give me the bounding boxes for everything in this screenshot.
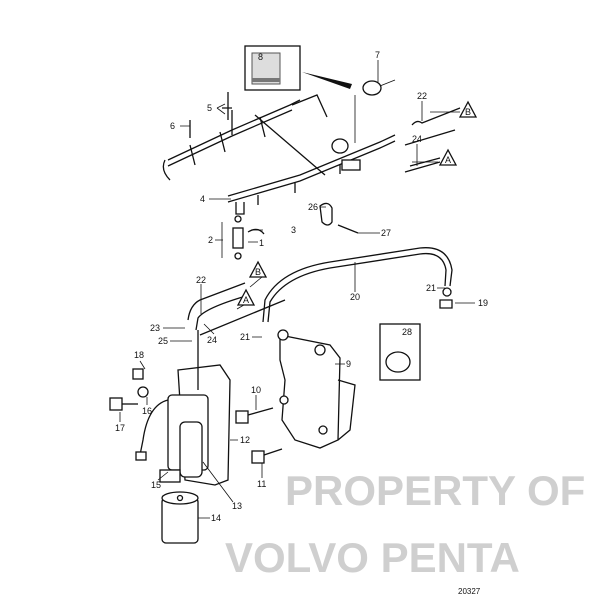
svg-text:A: A bbox=[243, 295, 249, 305]
kit-box bbox=[244, 45, 352, 91]
fuel-rail-upper bbox=[162, 94, 328, 181]
nipple-19 bbox=[439, 299, 453, 309]
callout-13: 13 bbox=[232, 501, 242, 511]
callout-2: 2 bbox=[208, 235, 213, 245]
watermark-line-2: VOLVO PENTA bbox=[225, 534, 520, 581]
clamp-21 bbox=[442, 287, 452, 297]
fuel-rail-lower bbox=[227, 134, 396, 215]
callout-24-mid: 24 bbox=[207, 335, 217, 345]
washer-16 bbox=[137, 386, 149, 398]
callout-22-top: 22 bbox=[417, 91, 427, 101]
bolt-11 bbox=[251, 448, 283, 464]
callout-15: 15 bbox=[151, 480, 161, 490]
callout-16: 16 bbox=[142, 406, 152, 416]
callout-24-top: 24 bbox=[412, 134, 422, 144]
callout-26: 26 bbox=[308, 202, 318, 212]
figure-number: 20327 bbox=[458, 587, 481, 596]
connector-A-mid: A bbox=[236, 288, 256, 306]
svg-text:B: B bbox=[255, 267, 261, 277]
fuel-filter-assembly bbox=[135, 299, 286, 486]
callout-10: 10 bbox=[251, 385, 261, 395]
fuel-filter-14 bbox=[161, 491, 199, 544]
callout-12: 12 bbox=[240, 435, 250, 445]
bracket-clip bbox=[319, 202, 359, 234]
filter-bracket-9 bbox=[279, 334, 341, 449]
callout-19: 19 bbox=[478, 298, 488, 308]
callout-6: 6 bbox=[170, 121, 175, 131]
callout-20: 20 bbox=[350, 292, 360, 302]
callout-1: 1 bbox=[259, 238, 264, 248]
callout-18: 18 bbox=[134, 350, 144, 360]
watermark-line-1: PROPERTY OF bbox=[285, 467, 585, 514]
fuel-hose-22-top bbox=[404, 107, 461, 146]
injector bbox=[232, 215, 265, 260]
connector-B-top: B bbox=[458, 100, 478, 118]
callout-4: 4 bbox=[200, 194, 205, 204]
hose-clamp-box bbox=[379, 323, 421, 381]
bleed-screw bbox=[189, 92, 232, 138]
bolt-10 bbox=[235, 407, 274, 424]
callout-28: 28 bbox=[402, 327, 412, 337]
callout-21-mid: 21 bbox=[240, 332, 250, 342]
callout-25: 25 bbox=[158, 336, 168, 346]
callout-14: 14 bbox=[211, 513, 221, 523]
callout-11: 11 bbox=[257, 479, 266, 489]
fuel-hose-20-inner bbox=[267, 252, 447, 323]
callout-8: 8 bbox=[258, 52, 263, 62]
pressure-regulator bbox=[354, 79, 396, 143]
callout-21-right: 21 bbox=[426, 283, 436, 293]
fuel-hoses-22-24-lower bbox=[187, 282, 247, 331]
svg-text:A: A bbox=[445, 155, 451, 165]
callout-23: 23 bbox=[150, 323, 160, 333]
bolt-17 bbox=[109, 397, 138, 411]
connector-B-mid: B bbox=[248, 260, 268, 278]
callout-9: 9 bbox=[346, 359, 351, 369]
callout-22-mid: 22 bbox=[196, 275, 206, 285]
callout-5: 5 bbox=[207, 103, 212, 113]
fuel-hose-24-top bbox=[404, 157, 441, 173]
callout-17: 17 bbox=[115, 423, 125, 433]
callout-27: 27 bbox=[381, 228, 391, 238]
connector-A-top: A bbox=[438, 148, 458, 166]
fuel-hose-20 bbox=[262, 247, 453, 323]
plug-18 bbox=[132, 368, 144, 380]
callout-7: 7 bbox=[375, 50, 380, 60]
callout-3: 3 bbox=[291, 225, 296, 235]
svg-text:B: B bbox=[465, 107, 471, 117]
